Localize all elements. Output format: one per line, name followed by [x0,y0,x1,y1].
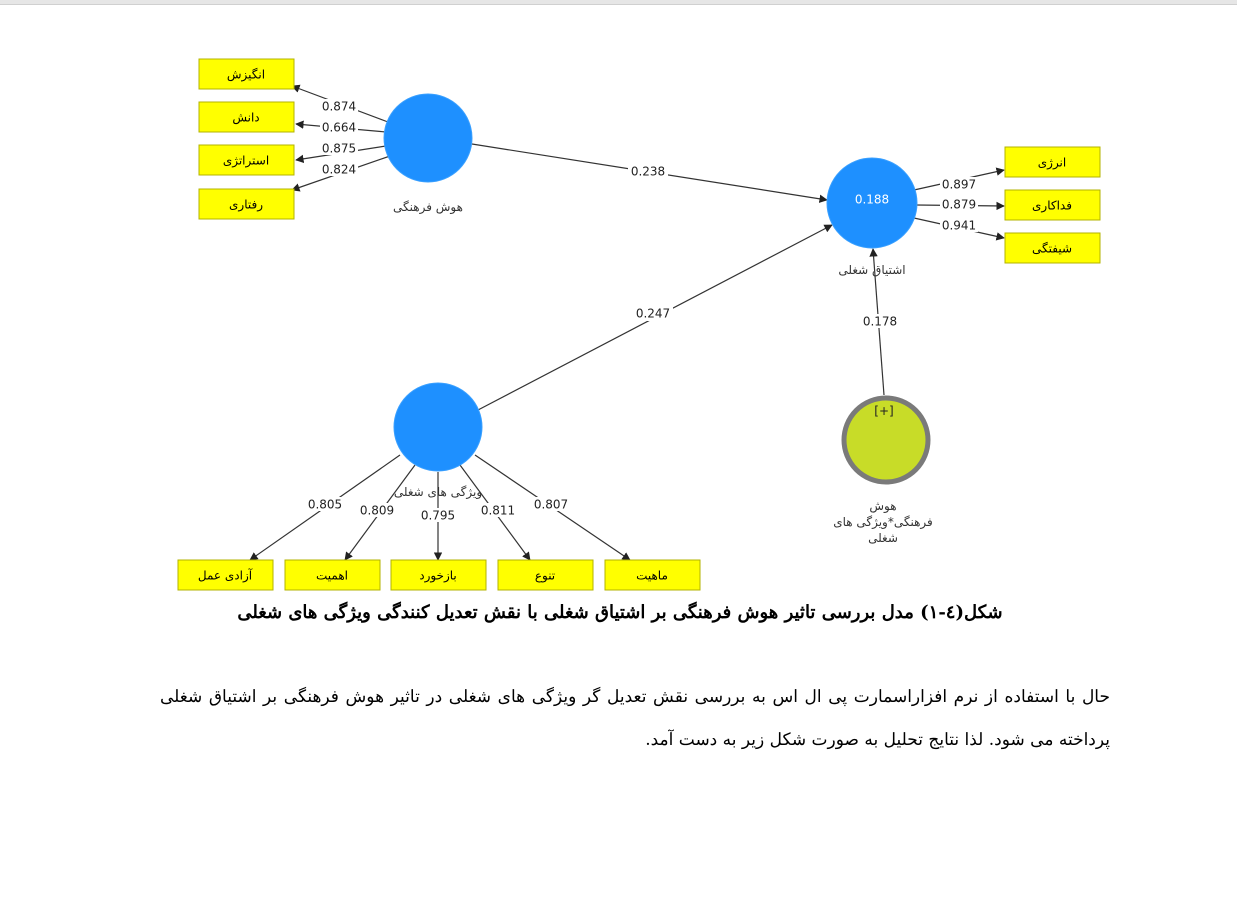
loading-label: 0.807 [534,498,568,512]
indicator-box [198,144,295,176]
interaction-symbol: [+] [874,404,893,418]
indicator-label: بازخورد [419,569,457,584]
indicator-box [198,188,295,220]
indicator-label: آزادی عمل [198,568,253,584]
construct-label-cultural-intelligence: هوش فرهنگی [393,200,463,215]
loading-label: 0.805 [308,498,342,512]
construct-job-characteristics [393,382,483,472]
construct-cultural-intelligence [383,93,473,183]
indicator-box [604,559,701,591]
indicator-label: دانش [232,111,259,126]
loading-label: 0.824 [322,163,356,177]
loading-label: 0.809 [360,504,394,518]
body-paragraph: حال با استفاده از نرم افزاراسمارت پی ال … [160,687,1110,750]
path-coefficient-int-we: 0.178 [863,315,897,329]
indicator-label: انگیزش [227,68,265,83]
loading-label: 0.879 [942,198,976,212]
loading-label: 0.811 [481,504,515,518]
indicator-box [1004,189,1101,221]
indicator-box [284,559,381,591]
construct-label-job-characteristics: ویژگی های شغلی [394,485,482,500]
indicator-label: انرژی [1038,156,1066,171]
indicator-box [390,559,487,591]
construct-interaction [841,395,931,485]
construct-label-work-engagement: اشتیاق شغلی [838,263,905,277]
indicator-label: اهمیت [316,569,348,583]
loading-label: 0.897 [942,178,976,192]
path-coefficient-jc-we: 0.247 [636,307,670,321]
loading-label: 0.664 [322,121,356,135]
construct-label-interaction-line3: شغلی [868,531,898,545]
r-squared-value: 0.188 [855,193,889,207]
indicator-label: تنوع [535,569,555,584]
path-coefficient-ci-we: 0.238 [631,165,665,179]
indicator-label: فداکاری [1032,199,1072,214]
loading-label: 0.874 [322,100,356,114]
figure-caption: شکل(٤-١) مدل بررسی تاثیر هوش فرهنگی بر ا… [237,602,1003,623]
indicator-box [198,101,295,133]
loading-label: 0.875 [322,142,356,156]
indicator-box [1004,146,1101,178]
indicator-box [497,559,594,591]
indicator-box [198,58,295,90]
loading-label: 0.795 [421,509,455,523]
indicator-label: ماهیت [636,569,668,583]
indicator-label: شیفتگی [1032,242,1072,256]
indicator-label: استراتژی [223,154,269,169]
path-model-diagram: 0.874 0.664 0.875 0.824 0.897 0.879 0.94… [177,58,1101,591]
construct-label-interaction-line1: هوش [869,499,896,514]
indicator-label: رفتاری [229,198,263,213]
top-border [0,0,1237,5]
loading-label: 0.941 [942,219,976,233]
indicator-box [1004,232,1101,264]
indicator-box [177,559,274,591]
construct-label-interaction-line2: فرهنگی*ویژگی های [833,515,933,530]
construct-work-engagement [826,157,918,249]
